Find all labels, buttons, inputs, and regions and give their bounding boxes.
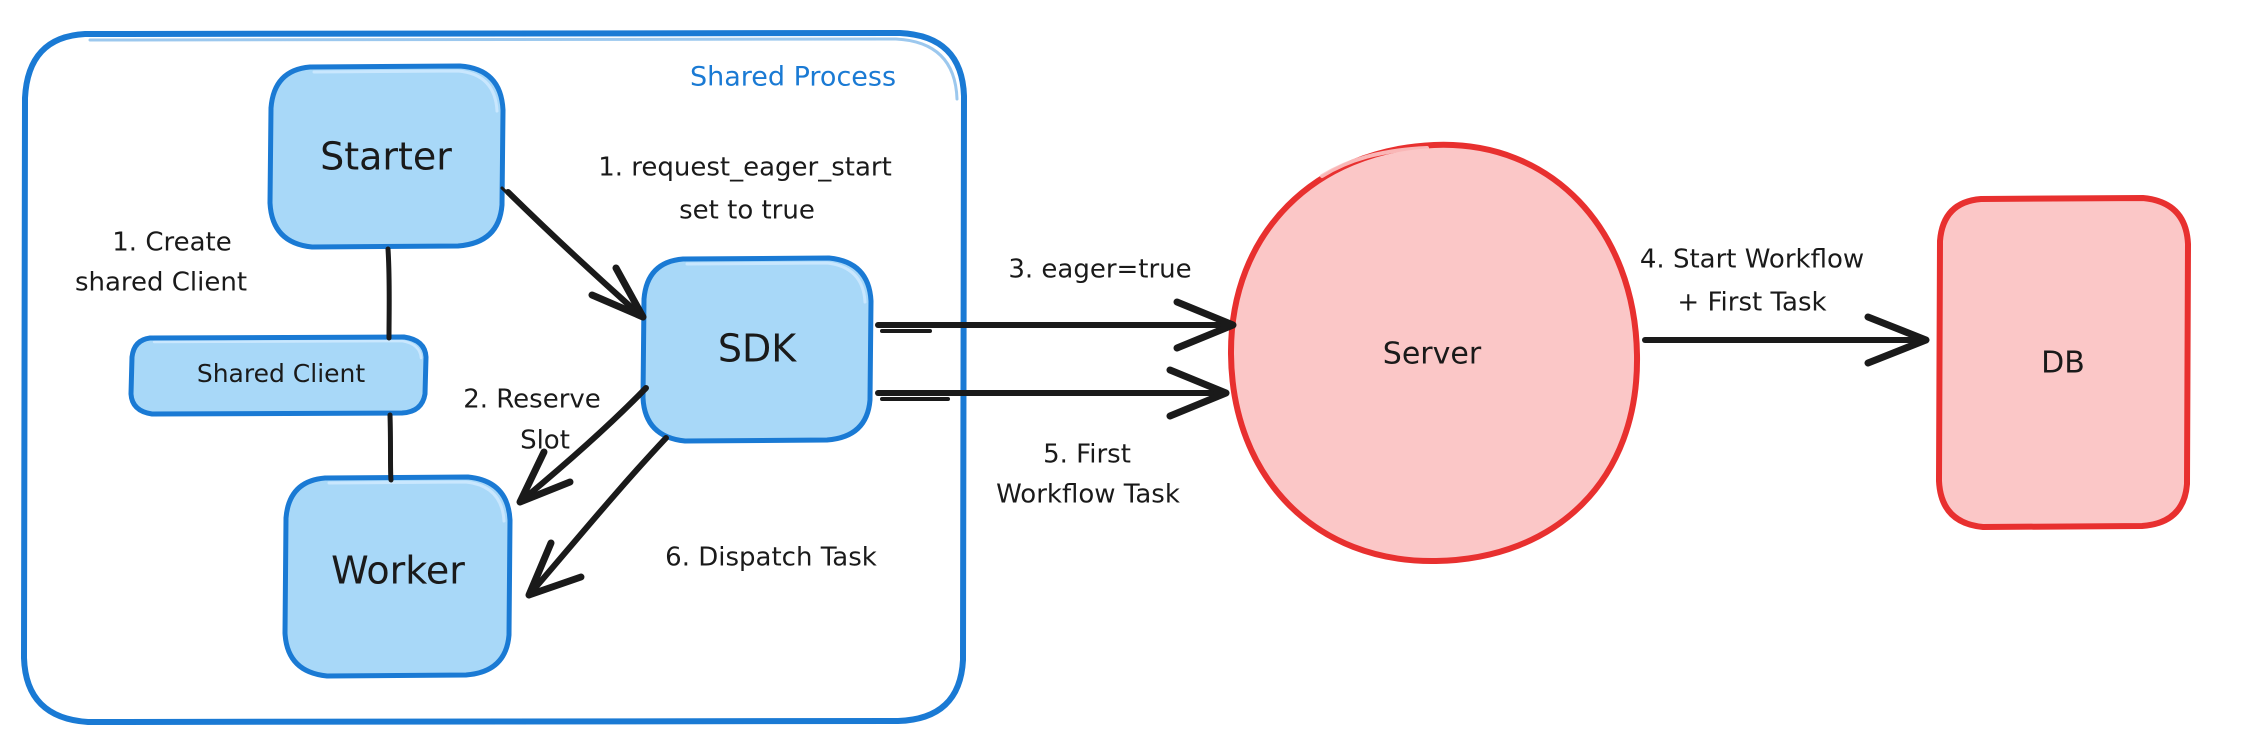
shared-process-group: Shared Process: [21, 30, 967, 725]
node-sdk-label: SDK: [718, 327, 797, 371]
node-server[interactable]: Server: [1227, 141, 1641, 565]
node-shared-client-shape: [128, 334, 429, 417]
edge-starter-sdk-label-1: 1. request_eager_start: [598, 153, 892, 183]
edge-sdk-server-eager: 3. eager=true: [875, 255, 1237, 352]
edge-sdk-worker-dispatch-label: 6. Dispatch Task: [665, 543, 877, 573]
edge-starter-sdk: 1. request_eager_start set to true: [500, 153, 892, 321]
edge-starter-shared-client: 1. Create shared Client: [75, 228, 392, 341]
shared-process-border-sketch: [88, 37, 959, 101]
node-sdk[interactable]: SDK: [640, 255, 874, 444]
edge-starter-sdk-label-2: set to true: [679, 196, 815, 226]
node-server-label: Server: [1383, 337, 1482, 372]
edge-starter-shared-client-label-2: shared Client: [75, 268, 247, 298]
edge-sdk-server-first-task-label-1: 5. First: [1043, 440, 1131, 470]
edge-starter-shared-client-label-1: 1. Create: [112, 228, 231, 258]
node-sdk-highlight: [685, 261, 867, 304]
node-db-shape: [1936, 195, 2191, 530]
edge-sdk-server-first-task-label-2: Workflow Task: [996, 480, 1180, 510]
edge-sdk-worker-reserve-arrowhead: [516, 448, 574, 506]
edge-server-db: 4. Start Workflow + First Task: [1640, 245, 1930, 367]
edge-sdk-server-first-task: 5. First Workflow Task: [875, 366, 1230, 510]
node-db-label: DB: [2041, 346, 2085, 381]
edge-sdk-worker-reserve-line: [523, 385, 649, 500]
node-shared-client-label: Shared Client: [197, 359, 366, 388]
node-sdk-shape: [640, 255, 874, 444]
node-worker-shape: [282, 474, 513, 679]
node-server-sketch: [1320, 146, 1429, 178]
shared-process-border: [21, 30, 967, 725]
edge-server-db-label-2: + First Task: [1677, 288, 1826, 318]
node-server-shape: [1227, 141, 1641, 565]
edge-sdk-worker-dispatch: 6. Dispatch Task: [525, 435, 877, 599]
node-starter-shape: [267, 63, 506, 250]
edge-sdk-worker-reserve-label-1: 2. Reserve: [463, 385, 601, 415]
node-starter-label: Starter: [320, 135, 452, 179]
edge-server-db-arrowhead: [1864, 313, 1930, 367]
node-starter-highlight: [312, 69, 499, 113]
edge-sdk-server-eager-label: 3. eager=true: [1008, 255, 1191, 285]
edge-sdk-worker-reserve-label-2: Slot: [520, 426, 570, 456]
node-worker-label: Worker: [331, 549, 465, 593]
node-shared-client[interactable]: Shared Client: [128, 334, 429, 417]
node-worker[interactable]: Worker: [282, 474, 513, 679]
edge-starter-shared-client-line: [385, 246, 392, 341]
edge-sdk-worker-reserve: 2. Reserve Slot: [463, 385, 649, 506]
edge-sdk-server-eager-arrowhead: [1173, 298, 1237, 352]
edge-sdk-server-first-task-arrowhead: [1166, 366, 1230, 420]
node-starter[interactable]: Starter: [267, 63, 506, 250]
edge-shared-client-worker-line: [387, 412, 394, 483]
node-db[interactable]: DB: [1936, 195, 2191, 530]
edge-server-db-label-1: 4. Start Workflow: [1640, 245, 1864, 275]
edge-shared-client-worker: [387, 412, 394, 483]
shared-process-label: Shared Process: [690, 62, 896, 93]
node-worker-highlight: [327, 480, 506, 523]
edge-starter-sdk-arrowhead: [588, 264, 647, 321]
node-shared-client-highlight: [152, 339, 423, 360]
edge-sdk-worker-dispatch-line: [533, 435, 669, 590]
edge-sdk-worker-dispatch-arrowhead: [525, 539, 585, 599]
edge-starter-sdk-line-sketch: [500, 186, 639, 314]
